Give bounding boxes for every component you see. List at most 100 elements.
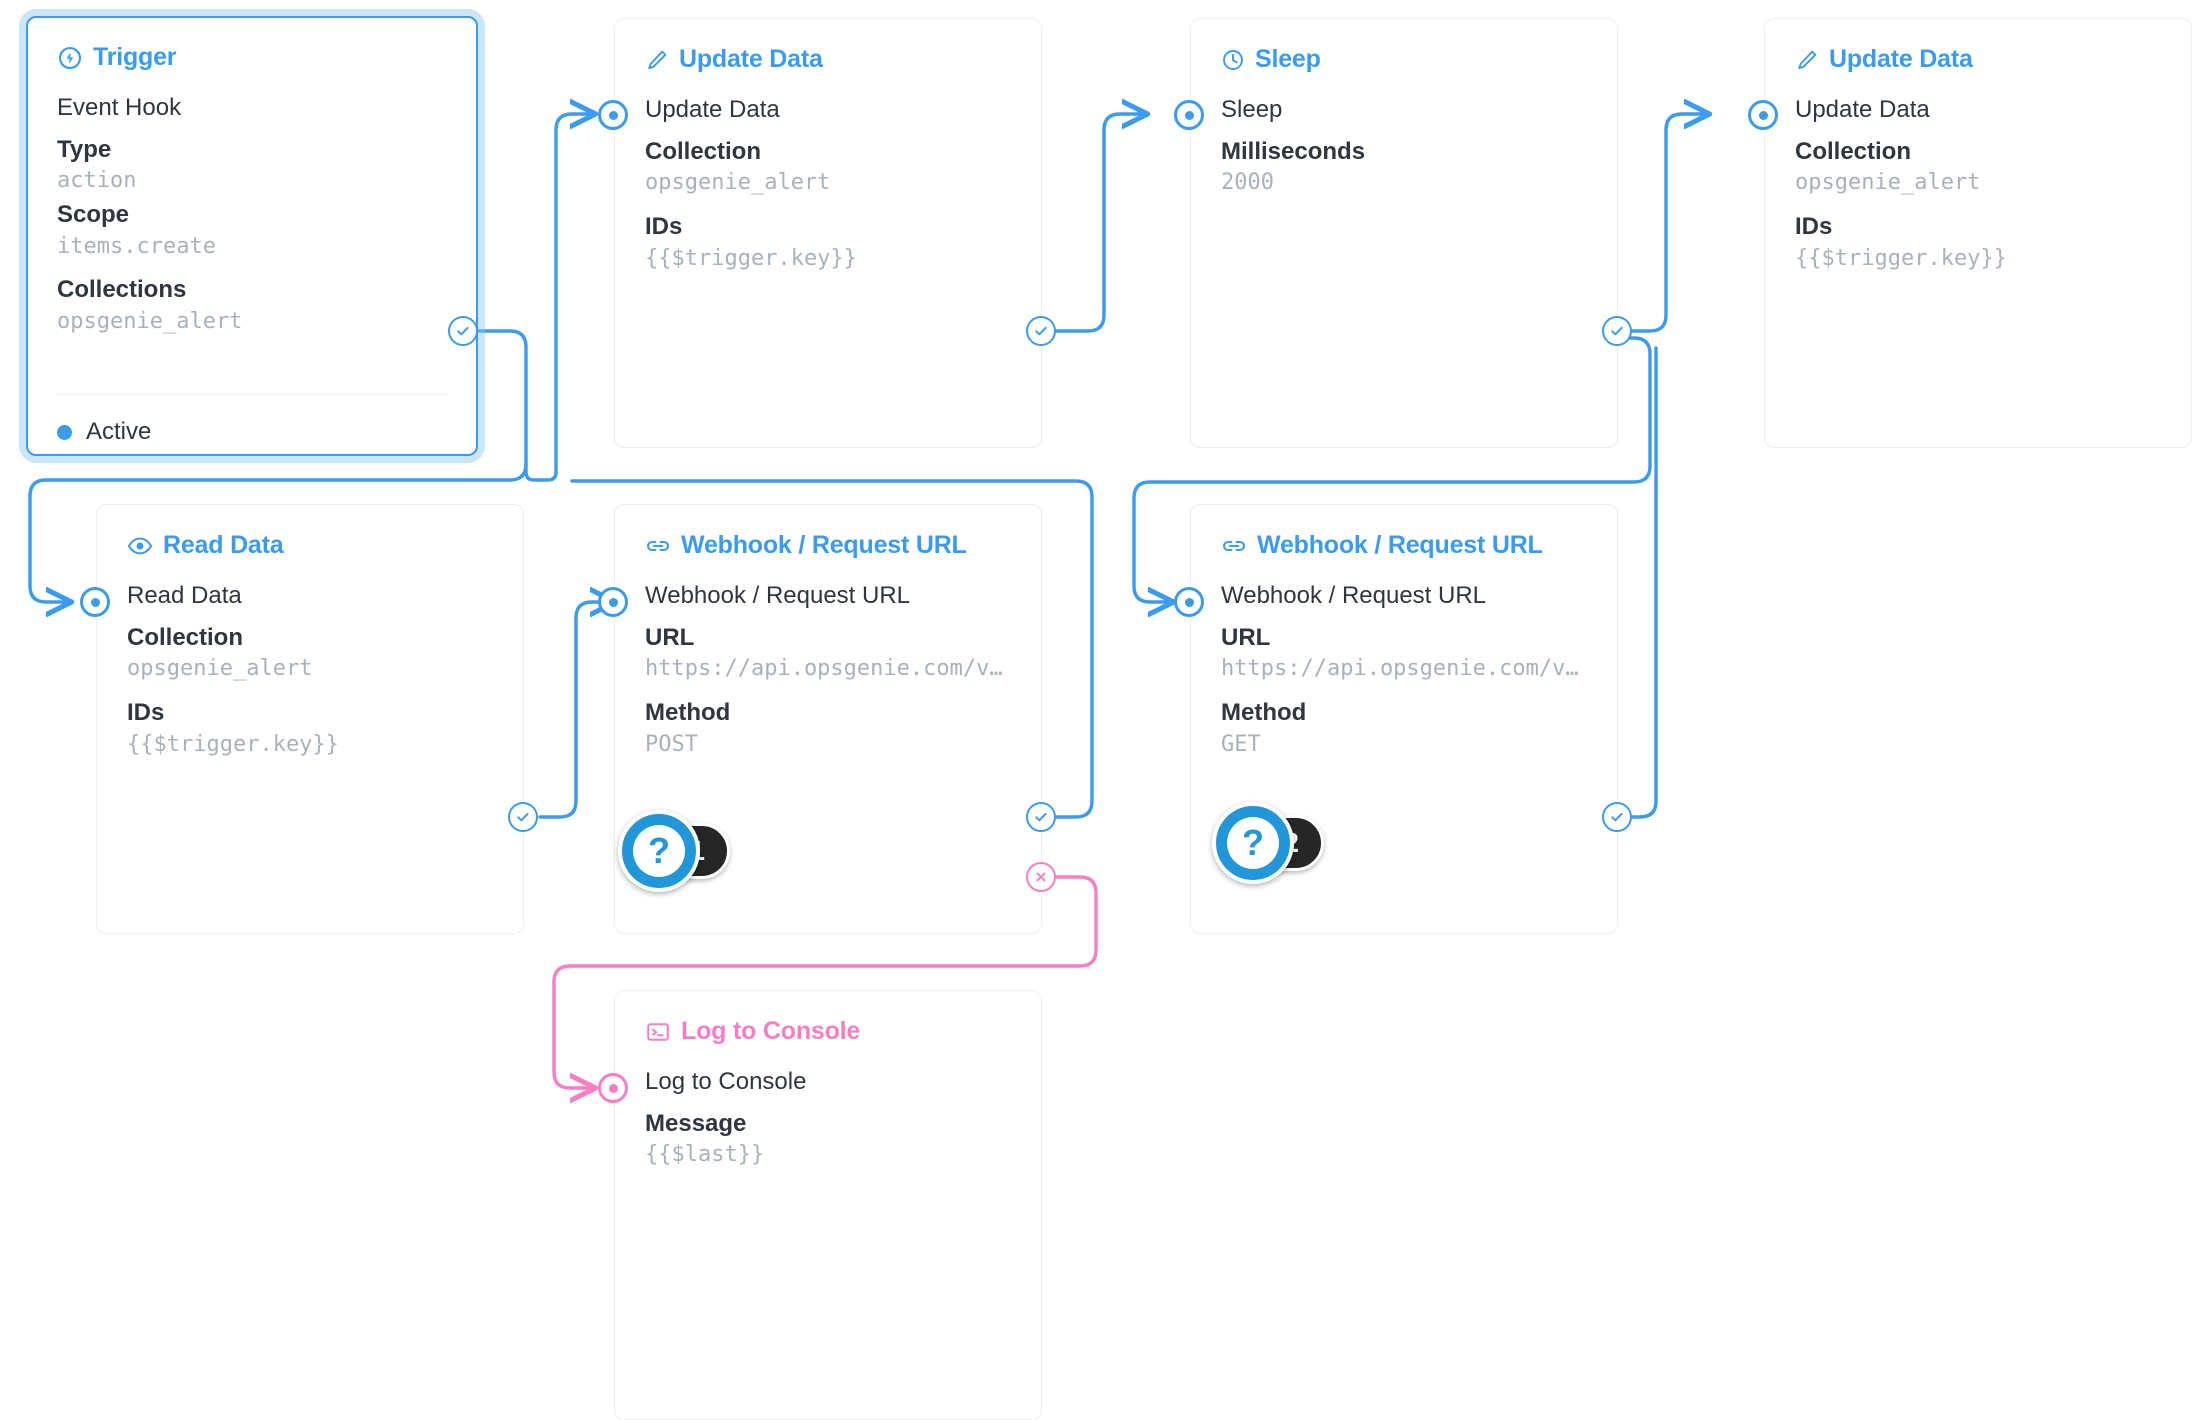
field-value: {{$trigger.key}}: [127, 731, 339, 757]
node-header-label: Read Data: [163, 531, 284, 559]
node-header-label: Update Data: [679, 45, 823, 73]
link-icon: [1221, 533, 1247, 559]
node-card-sleep[interactable]: Sleep Sleep Milliseconds 2000: [1190, 18, 1618, 448]
node-op-name: Update Data: [1795, 96, 1930, 123]
field-value: GET: [1221, 731, 1261, 757]
node-header-label: Webhook / Request URL: [681, 531, 967, 559]
field-value: https://api.opsgenie.com/v…: [645, 656, 1003, 682]
field-value: opsgenie_alert: [1795, 170, 1981, 196]
field-label: Collections: [57, 276, 187, 304]
bolt-circle-icon: [57, 45, 83, 71]
field-label: Collection: [127, 623, 244, 651]
field-label: Collection: [645, 137, 762, 165]
field-label: Scope: [57, 200, 130, 228]
link-icon: [645, 533, 671, 559]
question-mark-icon[interactable]: ?: [1212, 802, 1294, 884]
field-label: Type: [57, 135, 112, 163]
port-resolve-update-data-1[interactable]: [1026, 316, 1056, 346]
node-op-name: Webhook / Request URL: [1221, 582, 1487, 609]
node-op-name: Sleep: [1221, 96, 1283, 123]
question-mark-icon[interactable]: ?: [618, 810, 700, 892]
field-value: {{$trigger.key}}: [1795, 245, 2007, 271]
node-field: Type action: [57, 136, 447, 195]
pencil-icon: [645, 48, 669, 72]
node-field: Scope items.create: [57, 201, 447, 260]
port-in-log-to-console[interactable]: [598, 1073, 628, 1103]
marker-symbol: ?: [1227, 817, 1279, 869]
field-label: Milliseconds: [1221, 137, 1366, 165]
node-op-name: Webhook / Request URL: [645, 582, 911, 609]
field-label: IDs: [127, 698, 165, 726]
node-field: Method GET: [1221, 699, 1587, 758]
node-field: URL https://api.opsgenie.com/v…: [1221, 624, 1587, 683]
field-value: opsgenie_alert: [57, 308, 243, 334]
field-value: {{$last}}: [645, 1142, 765, 1168]
node-field: Method POST: [645, 699, 1011, 758]
port-in-update-data-1[interactable]: [598, 100, 628, 130]
field-value: action: [57, 168, 137, 194]
status-badge: Active: [57, 418, 151, 446]
port-in-webhook-get[interactable]: [1174, 587, 1204, 617]
node-field: Collection opsgenie_alert: [127, 624, 493, 683]
node-card-update-data-2[interactable]: Update Data Update Data Collection opsge…: [1764, 18, 2192, 448]
port-in-webhook-post[interactable]: [598, 587, 628, 617]
field-value: items.create: [57, 233, 216, 259]
port-in-read-data[interactable]: [80, 587, 110, 617]
port-resolve-webhook-get[interactable]: [1602, 802, 1632, 832]
node-op-name: Read Data: [127, 582, 242, 609]
port-resolve-webhook-post[interactable]: [1026, 802, 1056, 832]
node-header-log-to-console: Log to Console: [645, 1017, 1011, 1046]
help-marker-1[interactable]: 1 ?: [618, 810, 730, 892]
node-header-update-data: Update Data: [645, 45, 1011, 74]
port-reject-webhook-post[interactable]: [1026, 862, 1056, 892]
field-value: opsgenie_alert: [127, 656, 313, 682]
field-label: Method: [1221, 698, 1307, 726]
field-label: Method: [645, 698, 731, 726]
eye-icon: [127, 533, 153, 559]
port-resolve-sleep[interactable]: [1602, 316, 1632, 346]
help-marker-2[interactable]: 2 ?: [1212, 802, 1324, 884]
node-field: IDs {{$trigger.key}}: [1795, 213, 2161, 272]
node-field: URL https://api.opsgenie.com/v…: [645, 624, 1011, 683]
field-label: URL: [645, 623, 695, 651]
terminal-icon: [645, 1019, 671, 1045]
node-card-log-to-console[interactable]: Log to Console Log to Console Message {{…: [614, 990, 1042, 1420]
port-in-update-data-2[interactable]: [1748, 100, 1778, 130]
field-label: URL: [1221, 623, 1271, 651]
pencil-icon: [1795, 48, 1819, 72]
port-in-sleep[interactable]: [1174, 100, 1204, 130]
field-value: opsgenie_alert: [645, 170, 831, 196]
node-card-update-data-1[interactable]: Update Data Update Data Collection opsge…: [614, 18, 1042, 448]
node-header-label: Sleep: [1255, 45, 1321, 73]
node-header-update-data: Update Data: [1795, 45, 2161, 74]
field-label: Collection: [1795, 137, 1912, 165]
field-value: {{$trigger.key}}: [645, 245, 857, 271]
status-dot: [57, 424, 72, 440]
field-value: https://api.opsgenie.com/v…: [1221, 656, 1579, 682]
card-divider: [57, 394, 447, 395]
field-label: Message: [645, 1109, 747, 1137]
node-header-sleep: Sleep: [1221, 45, 1587, 74]
node-header-label: Webhook / Request URL: [1257, 531, 1543, 559]
node-field: Collection opsgenie_alert: [1795, 138, 2161, 197]
node-field: Milliseconds 2000: [1221, 138, 1587, 197]
field-label: IDs: [645, 212, 683, 240]
clock-icon: [1221, 48, 1245, 72]
node-header-label: Trigger: [93, 43, 177, 71]
node-op-name: Update Data: [645, 96, 780, 123]
field-value: 2000: [1221, 170, 1274, 196]
node-field: Message {{$last}}: [645, 1110, 1011, 1169]
node-field: IDs {{$trigger.key}}: [645, 213, 1011, 272]
node-card-trigger[interactable]: Trigger Event Hook Type action Scope ite…: [26, 16, 478, 456]
node-field: Collection opsgenie_alert: [645, 138, 1011, 197]
node-header-read-data: Read Data: [127, 531, 493, 560]
node-field: IDs {{$trigger.key}}: [127, 699, 493, 758]
node-card-read-data[interactable]: Read Data Read Data Collection opsgenie_…: [96, 504, 524, 934]
port-resolve-trigger[interactable]: [448, 316, 478, 346]
node-header-webhook: Webhook / Request URL: [645, 531, 1011, 560]
port-resolve-read-data[interactable]: [508, 802, 538, 832]
marker-symbol: ?: [633, 825, 685, 877]
node-header-trigger: Trigger: [57, 43, 447, 72]
field-label: IDs: [1795, 212, 1833, 240]
